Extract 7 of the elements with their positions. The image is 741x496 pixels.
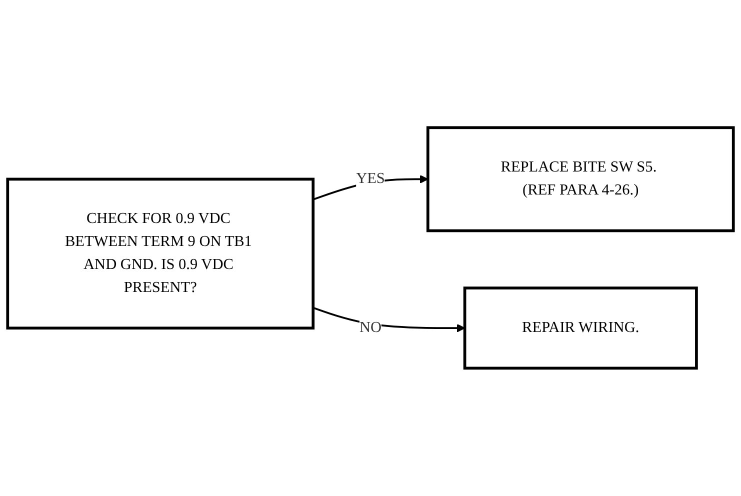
arrow <box>312 306 466 332</box>
edge-label: YES <box>356 170 385 187</box>
node-box <box>6 178 315 330</box>
edge-label: NO <box>359 320 382 336</box>
flowchart-drawing: YES NO CHECK FOR 0.9 VDC BETWEEN TERM 9 ON TB1 AND GND. IS 0.9 VDC PRESENT? REPLACE BITE SW S5. (REF PARA 4-26.) REPAIR WIRING. <box>0 120 741 376</box>
node-box <box>426 126 735 232</box>
node-box <box>463 286 698 370</box>
